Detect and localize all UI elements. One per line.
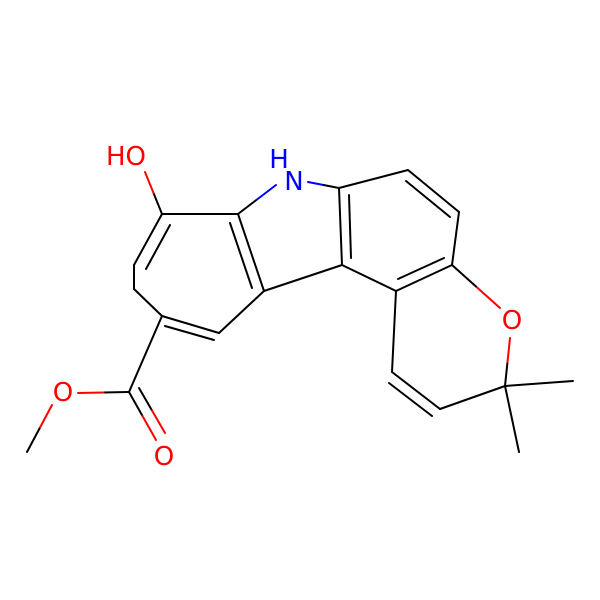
bond-c2-c1 — [395, 264, 453, 292]
bond-c6-c5 — [161, 315, 220, 334]
bond-carb-oc-double-b — [151, 409, 166, 434]
bond-oe-me3-b — [26, 427, 41, 453]
bond-c7-c6b — [133, 288, 163, 317]
bond-n-c9a-b — [322, 184, 340, 189]
bond-c4b-c4 — [263, 264, 343, 292]
carbonyl-oxygen-label: O — [154, 442, 174, 472]
bond-c7b-o-a — [504, 361, 509, 387]
bond-c8-c7-double — [145, 224, 171, 270]
bond-carb-oe-b — [77, 391, 105, 394]
bond-c5b-c6b-double — [388, 382, 433, 417]
bond-carb-oc-a — [128, 391, 144, 417]
nh-hydrogen-label: H — [269, 145, 289, 175]
bond-c7b-o-b — [506, 337, 511, 363]
bonds — [26, 169, 574, 453]
bond-c7b-me1 — [504, 380, 574, 387]
bond-c8-c7 — [133, 213, 163, 266]
bond-c9a-c4a — [338, 169, 409, 189]
bond-c3-n-a — [237, 198, 258, 215]
bond-c9a-c4b — [338, 187, 343, 266]
bond-c4a-c3b — [407, 169, 460, 213]
hydroxyl-label: HO — [106, 142, 146, 172]
bond-c6b-c7b — [439, 385, 506, 410]
bond-c5b-c6b — [391, 371, 441, 410]
bond-c8-oh-a — [152, 192, 163, 215]
bond-c1-c4b — [341, 264, 397, 292]
atom-labels: HO HN O O O — [53, 142, 522, 472]
bond-c4-c3 — [237, 213, 265, 292]
bond-carb-oc-double-a — [138, 387, 153, 412]
bond-c7b-me2 — [504, 385, 520, 453]
bond-c3-n-b — [256, 184, 277, 201]
bond-c1-c5b — [391, 290, 397, 373]
ring-oxygen-label: O — [502, 306, 522, 336]
bond-c3b-c2 — [451, 211, 460, 266]
bond-c4a-c3b-double — [405, 180, 451, 218]
nitrogen-label: N — [284, 167, 303, 197]
ester-oxygen-label: O — [53, 378, 73, 408]
bond-carb-oe-a — [102, 391, 130, 394]
bond-o-c2-a — [475, 285, 501, 309]
bond-o-c2-b — [451, 264, 477, 288]
bond-c2-c1-double — [397, 257, 445, 280]
bond-carb-oc-b — [141, 415, 157, 441]
bond-c6-carb — [128, 315, 163, 393]
bond-c9a-c4b-double — [348, 194, 352, 259]
bond-n-c9a-a — [307, 181, 325, 186]
bond-oe-me3-a — [38, 404, 53, 430]
bond-c6-c5-double — [164, 325, 215, 341]
bond-c4-c3-double — [229, 222, 253, 289]
bond-c8-oh-b — [144, 171, 155, 194]
bond-c5-c4 — [218, 290, 265, 334]
